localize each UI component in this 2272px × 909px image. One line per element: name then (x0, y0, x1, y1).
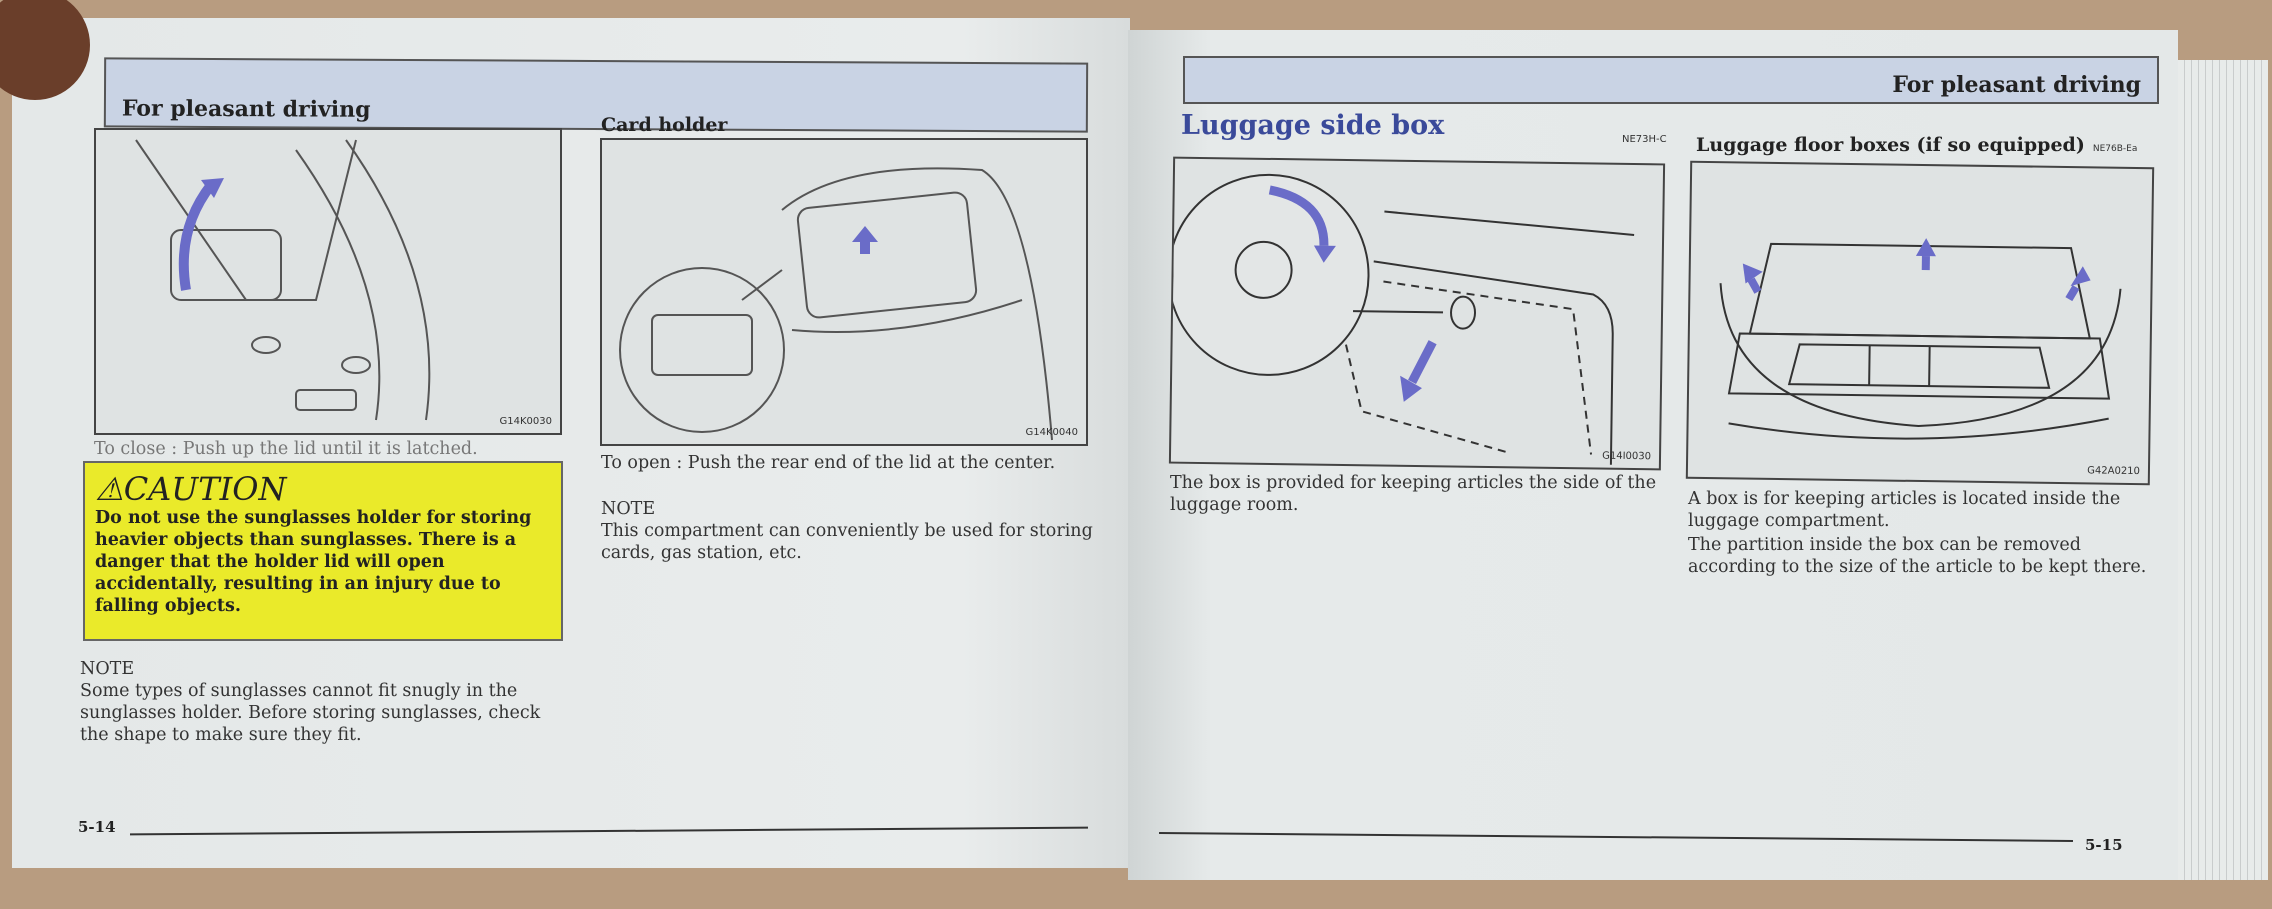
floor-boxes-title-row: Luggage floor boxes (if so equipped) NE7… (1696, 134, 2137, 156)
side-box-illustration (1170, 173, 1635, 465)
sunglasses-note-label: NOTE (80, 659, 135, 679)
side-box-text: The box is provided for keeping articles… (1170, 473, 1657, 515)
figure-code: G42A0210 (2087, 465, 2141, 478)
card-holder-note-text: This compartment can conveniently be use… (601, 521, 1093, 563)
card-holder-caption: To open : Push the rear end of the lid a… (601, 453, 1056, 473)
floor-boxes-figure: G42A0210 (1685, 160, 2155, 486)
figure-code: G14I0030 (1602, 450, 1652, 463)
caution-title: CAUTION (123, 470, 287, 508)
sunglasses-holder-illustration (135, 139, 431, 421)
warning-triangle-icon: ⚠ (95, 470, 124, 508)
card-holder-note-label: NOTE (601, 499, 656, 519)
floor-boxes-title: Luggage floor boxes (if so equipped) (1696, 134, 2085, 156)
card-holder-illustration (619, 167, 1053, 441)
sunglasses-note-text: Some types of sunglasses cannot fit snug… (80, 681, 541, 745)
side-box-ref-code: NE73H-C (1622, 134, 1667, 145)
figure-code: G14K0030 (499, 416, 552, 427)
right-header-bar: For pleasant driving (1183, 56, 2159, 104)
right-page-number: 5-15 (2085, 836, 2123, 854)
floor-boxes-illustration (1719, 238, 2122, 440)
left-header-bar: For pleasant driving (103, 57, 1089, 133)
floor-boxes-text-2: The partition inside the box can be remo… (1688, 535, 2147, 577)
figure-code: G14K0040 (1025, 427, 1078, 438)
side-box-figure: G14I0030 (1168, 156, 1666, 471)
card-holder-title: Card holder (601, 114, 728, 136)
page-edges (2178, 60, 2268, 880)
sunglasses-caption: To close : Push up the lid until it is l… (94, 439, 478, 459)
caution-box: ⚠CAUTION Do not use the sunglasses holde… (83, 461, 563, 641)
side-box-title: Luggage side box (1181, 110, 1445, 141)
left-page-number: 5-14 (78, 818, 116, 836)
right-header-title: For pleasant driving (1892, 72, 2141, 98)
sunglasses-holder-figure: G14K0030 (94, 128, 562, 435)
caution-text: Do not use the sunglasses holder for sto… (95, 508, 532, 616)
floor-boxes-text-1: A box is for keeping articles is located… (1688, 489, 2121, 531)
floor-boxes-ref-code: NE76B-Ea (2092, 144, 2138, 154)
card-holder-figure: G14K0040 (600, 138, 1088, 446)
left-header-title: For pleasant driving (121, 95, 371, 123)
